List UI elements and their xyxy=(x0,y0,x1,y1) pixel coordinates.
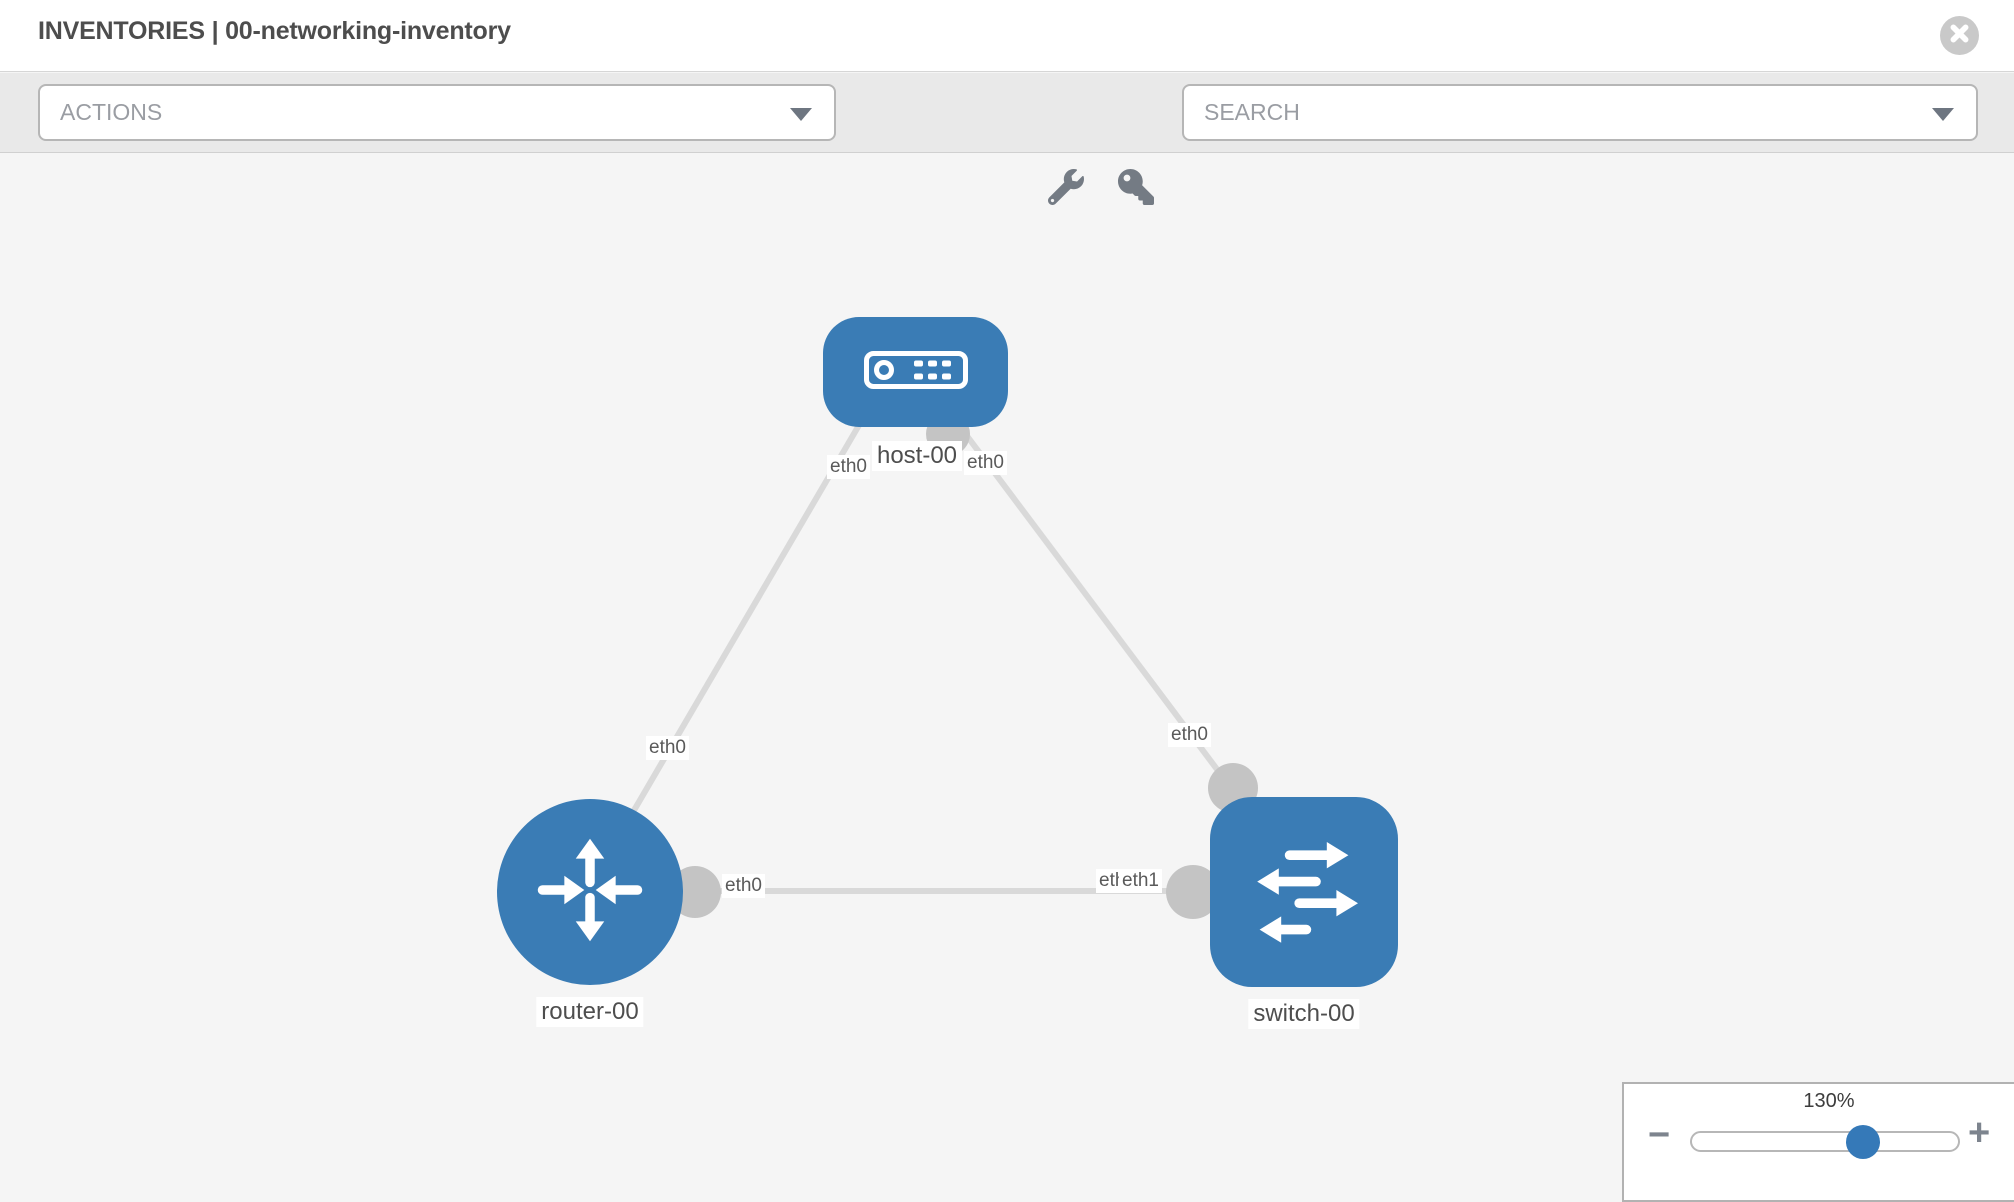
window-header: INVENTORIES | 00-networking-inventory xyxy=(0,0,2014,72)
node-host-00[interactable] xyxy=(823,317,1008,427)
interface-label: eth0 xyxy=(646,736,689,760)
zoom-level: 130% xyxy=(1803,1090,1855,1112)
node-label-router: router-00 xyxy=(536,997,644,1027)
interface-label: eth0 xyxy=(964,451,1007,475)
interface-label: eth1 xyxy=(1119,869,1162,893)
zoom-slider-thumb[interactable] xyxy=(1846,1125,1880,1159)
switch-icon xyxy=(1244,830,1364,955)
key-button[interactable] xyxy=(1118,169,1154,205)
interface-label: eth0 xyxy=(722,874,765,898)
node-label-switch: switch-00 xyxy=(1248,999,1360,1029)
search-dropdown[interactable]: SEARCH xyxy=(1182,84,1978,141)
wrench-button[interactable] xyxy=(1048,169,1084,205)
chevron-down-icon xyxy=(1932,108,1954,121)
zoom-slider-track[interactable] xyxy=(1690,1131,1960,1152)
router-icon xyxy=(533,833,647,952)
interface-label: eth0 xyxy=(1168,723,1211,747)
zoom-in-button[interactable]: + xyxy=(1968,1112,1991,1154)
wrench-icon xyxy=(1048,169,1084,205)
actions-dropdown[interactable]: ACTIONS xyxy=(38,84,836,141)
node-router-00[interactable] xyxy=(497,799,683,985)
link-host-router[interactable] xyxy=(602,418,865,862)
node-label-host: host-00 xyxy=(871,441,963,471)
page-title: INVENTORIES | 00-networking-inventory xyxy=(38,17,511,45)
interface-label: eth0 xyxy=(827,455,870,479)
zoom-out-button[interactable]: − xyxy=(1648,1114,1671,1156)
zoom-panel: 130% − + xyxy=(1622,1082,2014,1202)
chevron-down-icon xyxy=(790,108,812,121)
toolbar: ACTIONS SEARCH xyxy=(0,73,2014,205)
close-icon xyxy=(1949,23,1970,49)
node-switch-00[interactable] xyxy=(1210,797,1398,987)
close-button[interactable] xyxy=(1940,16,1979,55)
key-icon xyxy=(1118,169,1154,205)
search-dropdown-label: SEARCH xyxy=(1204,99,1300,125)
host-icon xyxy=(863,350,968,394)
actions-dropdown-label: ACTIONS xyxy=(60,99,163,125)
interface-connector-switch-left[interactable] xyxy=(1166,865,1220,919)
